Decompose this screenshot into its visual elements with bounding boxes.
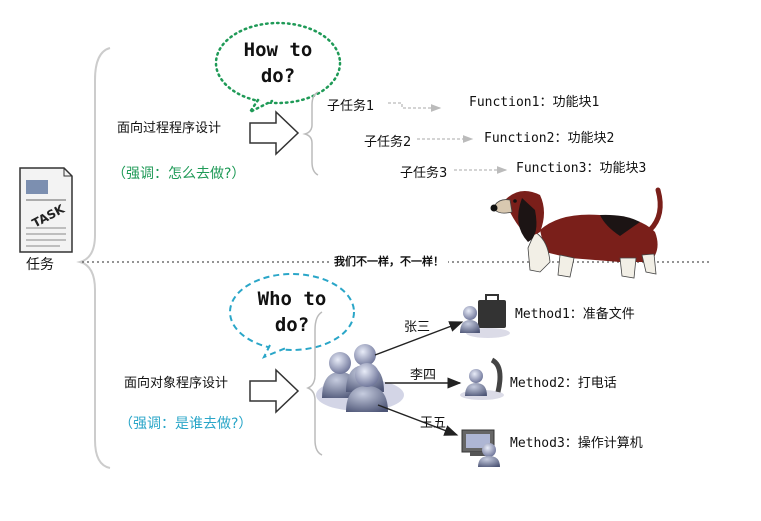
computer-person-icon xyxy=(461,429,500,467)
function-3: Function3：功能块3 xyxy=(516,161,647,176)
people-group-icon xyxy=(316,344,404,412)
hollow-arrow-object xyxy=(249,368,300,414)
subtask-3: 子任务3 xyxy=(400,166,448,181)
bubble-line2: do? xyxy=(274,314,310,336)
task-card-icon xyxy=(19,167,73,253)
bubble-line1: How to xyxy=(243,39,313,61)
subtask-arrows xyxy=(388,102,508,174)
people-brace xyxy=(306,311,323,456)
person-arrows xyxy=(374,321,464,436)
how-to-do-text: How to do? xyxy=(226,37,330,89)
how-to-do-bubble xyxy=(214,21,342,116)
person-name-1: 张三 xyxy=(404,320,431,335)
divider-text: 我们不一样，不一样！ xyxy=(330,253,448,269)
subtask-2: 子任务2 xyxy=(364,135,412,150)
object-label: 面向对象程序设计 xyxy=(124,376,229,391)
subtask-brace xyxy=(302,91,319,176)
function-1: Function1：功能块1 xyxy=(469,95,600,110)
who-to-do-text: Who to do? xyxy=(240,286,344,338)
function-2: Function2：功能块2 xyxy=(484,131,615,146)
basset-hound-image xyxy=(490,187,663,279)
subtask-1: 子任务1 xyxy=(327,99,375,114)
phone-person-icon xyxy=(460,357,504,400)
task-label: 任务 xyxy=(26,257,54,273)
method-2: Method2：打电话 xyxy=(510,376,617,391)
object-emphasis: （强调：是谁去做?） xyxy=(119,416,253,432)
briefcase-person-icon xyxy=(460,294,510,338)
bubble-line1: Who to xyxy=(257,288,327,310)
person-name-2: 李四 xyxy=(410,368,437,383)
procedural-label: 面向过程程序设计 xyxy=(117,121,222,136)
hollow-arrow-procedural xyxy=(249,110,300,156)
who-to-do-bubble xyxy=(229,273,355,359)
bubble-line2: do? xyxy=(260,65,296,87)
person-name-3: 王五 xyxy=(420,416,447,431)
method-1: Method1：准备文件 xyxy=(515,307,635,322)
procedural-emphasis: （强调：怎么去做?） xyxy=(112,166,246,182)
method-3: Method3：操作计算机 xyxy=(510,436,643,451)
left-brace xyxy=(76,47,111,469)
